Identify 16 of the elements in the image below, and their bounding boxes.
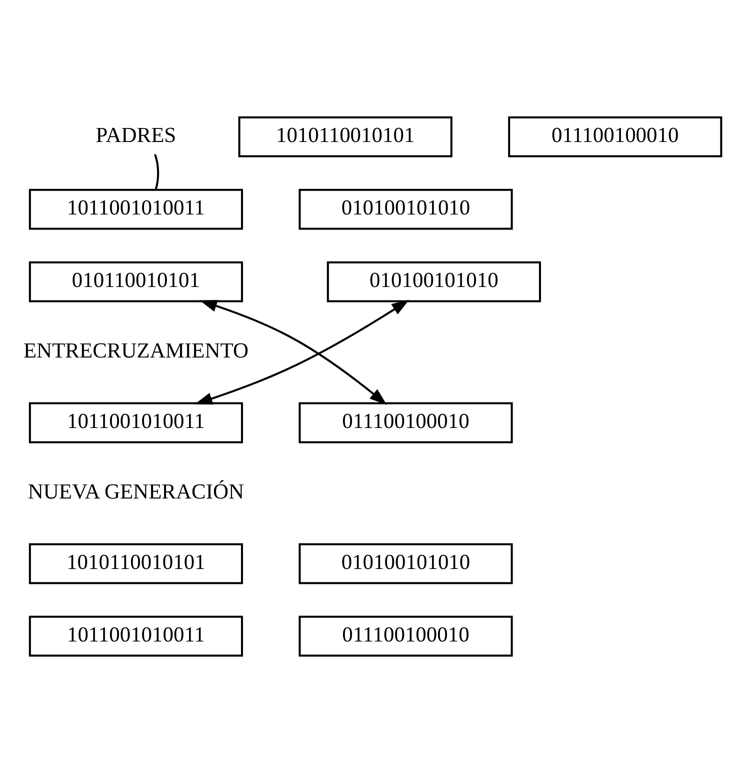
node-box: 011100100010 [298,402,513,444]
label: NUEVA GENERACIÓN [28,479,244,504]
node-box: 1010110010101 [238,116,452,158]
node-box: 010100101010 [326,261,541,302]
node-box: 1011001010011 [28,616,243,657]
node-box: 010110010101 [28,261,243,302]
node-box: 1010110010101 [28,543,243,584]
label: ENTRECRUZAMIENTO [23,338,248,362]
node-box: 1011001010011 [28,402,243,444]
node-box: 011100100010 [298,616,513,657]
node-text: PADRES [96,122,176,147]
node-box: 1011001010011 [28,188,243,230]
connector [154,154,160,190]
node-box: 010100101010 [298,543,513,584]
node-box: 011100100010 [508,116,722,158]
node-box: 010100101010 [298,188,513,230]
